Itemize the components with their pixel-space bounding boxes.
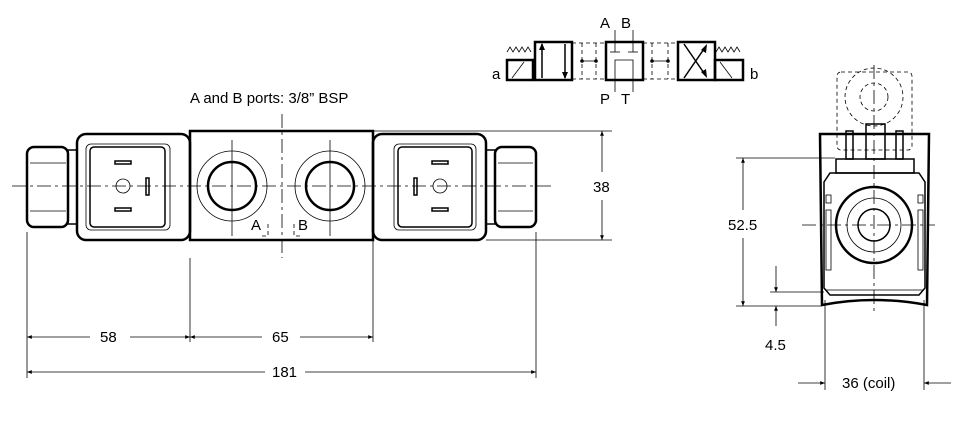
- port-label-b: B: [298, 217, 308, 234]
- dimension-4-5: 4.5: [765, 337, 786, 354]
- dimension-52-5: 52.5: [728, 217, 757, 234]
- dimension-181: 181: [272, 364, 297, 381]
- ports-note: A and B ports: 3/8” BSP: [190, 90, 348, 107]
- dimension-38: 38: [593, 179, 610, 196]
- port-label-a: A: [251, 217, 261, 234]
- symbol-label-t-port: T: [621, 91, 630, 108]
- side-view: 52.5 4.5 36 (coil): [728, 65, 951, 392]
- symbol-label-b-port: B: [621, 15, 631, 32]
- symbol-label-solenoid-b: b: [750, 66, 758, 83]
- symbol-label-a-port: A: [600, 15, 610, 32]
- symbol-label-p-port: P: [600, 91, 610, 108]
- dimension-36-coil: 36 (coil): [842, 375, 895, 392]
- front-view: A and B ports: 3/8” BSP A B: [12, 90, 612, 381]
- hydraulic-symbol: A B P T a b: [492, 15, 758, 108]
- dimension-58: 58: [100, 329, 117, 346]
- symbol-label-solenoid-a: a: [492, 66, 501, 83]
- dimension-65: 65: [272, 329, 289, 346]
